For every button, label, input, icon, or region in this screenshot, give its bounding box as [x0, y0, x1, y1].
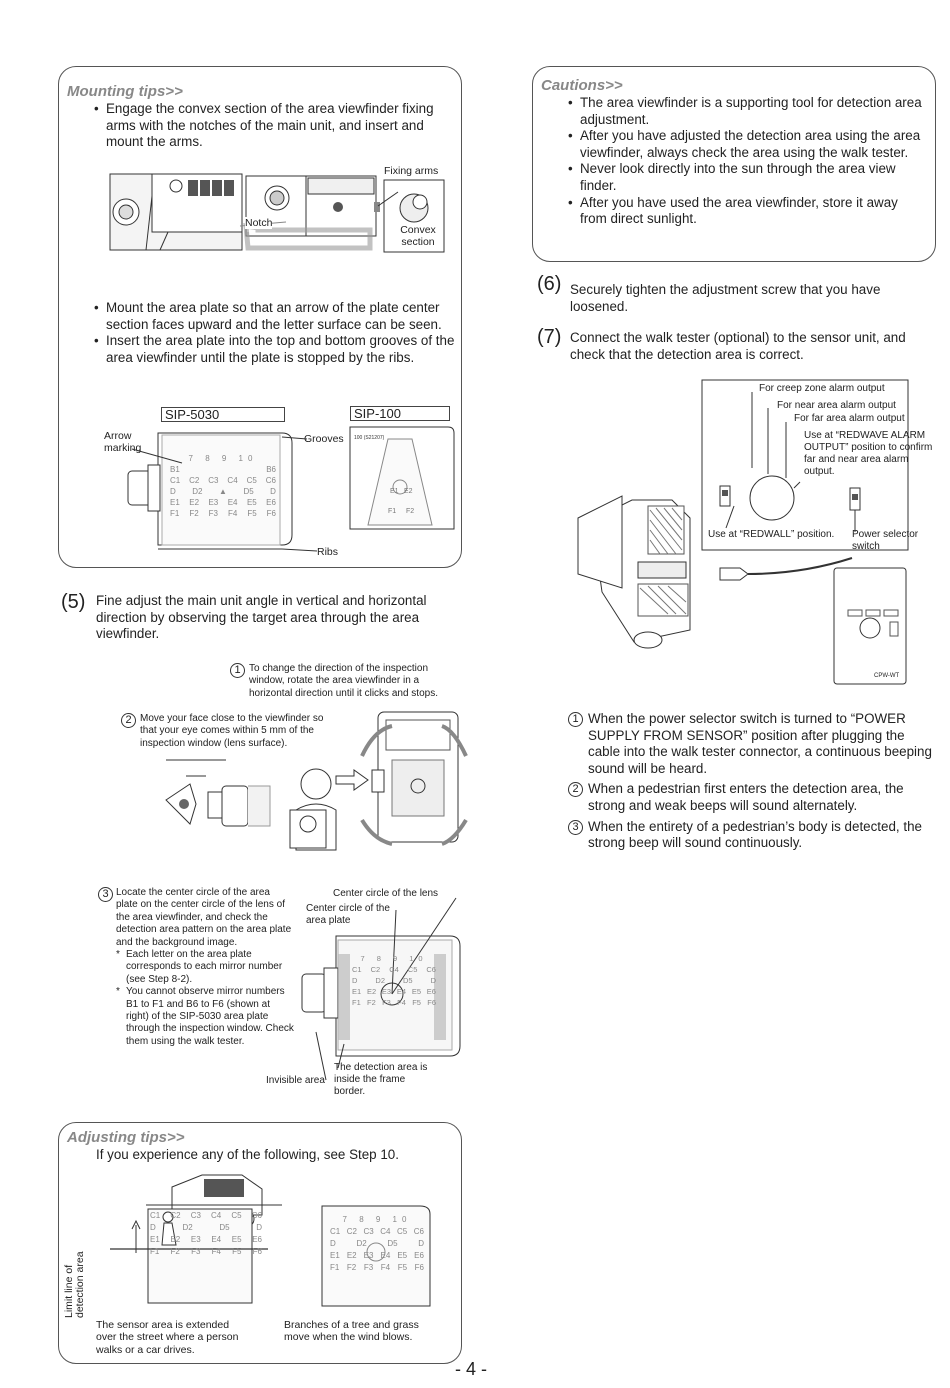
notch-label: Notch [245, 217, 273, 229]
step7-note-3-circle: 3 [568, 819, 583, 835]
mounting-bullet-2: Mount the area plate so that an arrow of… [94, 300, 456, 333]
step7-text: Connect the walk tester (optional) to th… [570, 330, 906, 362]
mounting-bullet-1: Engage the convex section of the area vi… [94, 101, 456, 151]
fixing-arms-drawing [109, 173, 445, 253]
note1-text: To change the direction of the inspectio… [249, 663, 438, 699]
note3-star2: *You cannot observe mirror numbers B1 to… [116, 986, 294, 1047]
step5-number: (5) [61, 591, 86, 613]
center-lens-label: Center circle of the lens [333, 888, 439, 899]
sip5030-label: SIP-5030 [161, 407, 285, 422]
adjusting-tips-title: Adjusting tips>> [67, 1129, 185, 1146]
adjusting-tips-text: If you experience any of the following, … [96, 1147, 399, 1162]
note2-circle: 2 [121, 713, 136, 728]
step7-note-3: 3 When the entirety of a pedestrian’s bo… [568, 819, 940, 852]
step5-text: Fine adjust the main unit angle in verti… [96, 593, 427, 642]
note3-star1: *Each letter on the area plate correspon… [116, 949, 283, 985]
mounting-tips-box [58, 66, 462, 568]
fixing-arms-label: Fixing arms [384, 165, 439, 177]
step7-note-2: 2 When a pedestrian first enters the det… [568, 781, 940, 814]
creep-label: For creep zone alarm output [759, 383, 885, 394]
note3-star1-text: Each letter on the area plate correspond… [126, 949, 283, 985]
viewfinder-eye-drawing [165, 711, 468, 851]
redwall-label: Use at “REDWALL” position. [708, 529, 835, 540]
step7-note-2-text: When a pedestrian first enters the detec… [588, 781, 904, 813]
step7-number: (7) [537, 326, 562, 348]
invisible-area-label: Invisible area [266, 1075, 325, 1086]
arrow-marking-label: Arrow marking [104, 430, 142, 454]
note1-circle: 1 [230, 663, 245, 678]
svg-text:F2: F2 [406, 508, 414, 515]
convex-section-label: Convex section [400, 224, 436, 248]
center-circle-drawing [301, 897, 461, 1081]
step6-number: (6) [537, 273, 562, 295]
adjusting-tips-box [58, 1122, 462, 1364]
adjusting-caption-2: Branches of a tree and grass move when t… [284, 1319, 419, 1344]
mounting-tips-title: Mounting tips>> [67, 83, 183, 100]
step5-note2: 2 Move your face close to the viewfinder… [121, 713, 331, 750]
step7-note-3-text: When the entirety of a pedestrian’s body… [588, 818, 922, 851]
step5-note1: 1 To change the direction of the inspect… [230, 663, 458, 700]
street-drawing [110, 1174, 282, 1304]
ribs-label: Ribs [317, 546, 339, 558]
step7-notes: 1 When the power selector switch is turn… [568, 711, 940, 856]
step7-note-1-circle: 1 [568, 712, 583, 727]
far-label: For far area alarm output [794, 413, 905, 424]
area-plate-drawing-sip100: 100 (S21207) E1 E2 F1 F2 [349, 426, 455, 530]
near-label: For near area alarm output [777, 400, 896, 411]
page-number: - 4 - [455, 1359, 488, 1379]
power-selector-label: Power selector switch [852, 529, 919, 552]
sip100-label: SIP-100 [350, 406, 450, 421]
step7-note-1: 1 When the power selector switch is turn… [568, 711, 940, 777]
cautions-list: The area viewfinder is a supporting tool… [568, 95, 928, 228]
mounting-tips-bullets-2: Mount the area plate so that an arrow of… [94, 300, 456, 366]
caution-item-3: Never look directly into the sun through… [568, 161, 928, 194]
detection-inside-label: The detection area is inside the frame b… [334, 1062, 428, 1097]
svg-text:E2: E2 [404, 488, 413, 495]
svg-text:F1: F1 [388, 508, 396, 515]
center-plate-label: Center circle of the area plate [306, 903, 390, 926]
redwave-label: Use at “REDWAVE ALARM OUTPUT” position t… [804, 430, 933, 477]
note3-text: Locate the center circle of the area pla… [116, 887, 292, 948]
cautions-title: Cautions>> [541, 77, 623, 94]
walk-tester-drawing [577, 379, 909, 685]
mounting-bullet-3: Insert the area plate into the top and b… [94, 333, 456, 366]
caution-item-1: The area viewfinder is a supporting tool… [568, 95, 928, 128]
walk-tester-model: CPW-WT [874, 673, 900, 679]
svg-text:100 (S21207): 100 (S21207) [354, 435, 385, 441]
step7-note-1-text: When the power selector switch is turned… [588, 711, 932, 776]
note3-star2-text: You cannot observe mirror numbers B1 to … [126, 986, 294, 1047]
step7-note-2-circle: 2 [568, 782, 583, 798]
note2-text: Move your face close to the viewfinder s… [140, 713, 324, 749]
caution-item-4: After you have used the area viewfinder,… [568, 195, 928, 228]
adjusting-caption-1: The sensor area is extended over the str… [96, 1319, 239, 1356]
step5-note3: 3 Locate the center circle of the area p… [98, 887, 294, 1048]
fixing-arms-figure: Fixing arms Notch Convex section [108, 162, 448, 262]
area-plate-drawing-sip5030 [127, 432, 318, 552]
caution-item-2: After you have adjusted the detection ar… [568, 128, 928, 161]
note3-circle: 3 [98, 887, 113, 902]
grooves-label: Grooves [304, 433, 344, 445]
tree-drawing [321, 1205, 431, 1307]
mounting-tips-bullets-1: Engage the convex section of the area vi… [94, 101, 456, 151]
limit-line-label: Limit line of detection area [63, 1251, 86, 1318]
cautions-box [532, 66, 936, 262]
step6-text: Securely tighten the adjustment screw th… [570, 282, 881, 314]
svg-text:E1: E1 [390, 488, 399, 495]
